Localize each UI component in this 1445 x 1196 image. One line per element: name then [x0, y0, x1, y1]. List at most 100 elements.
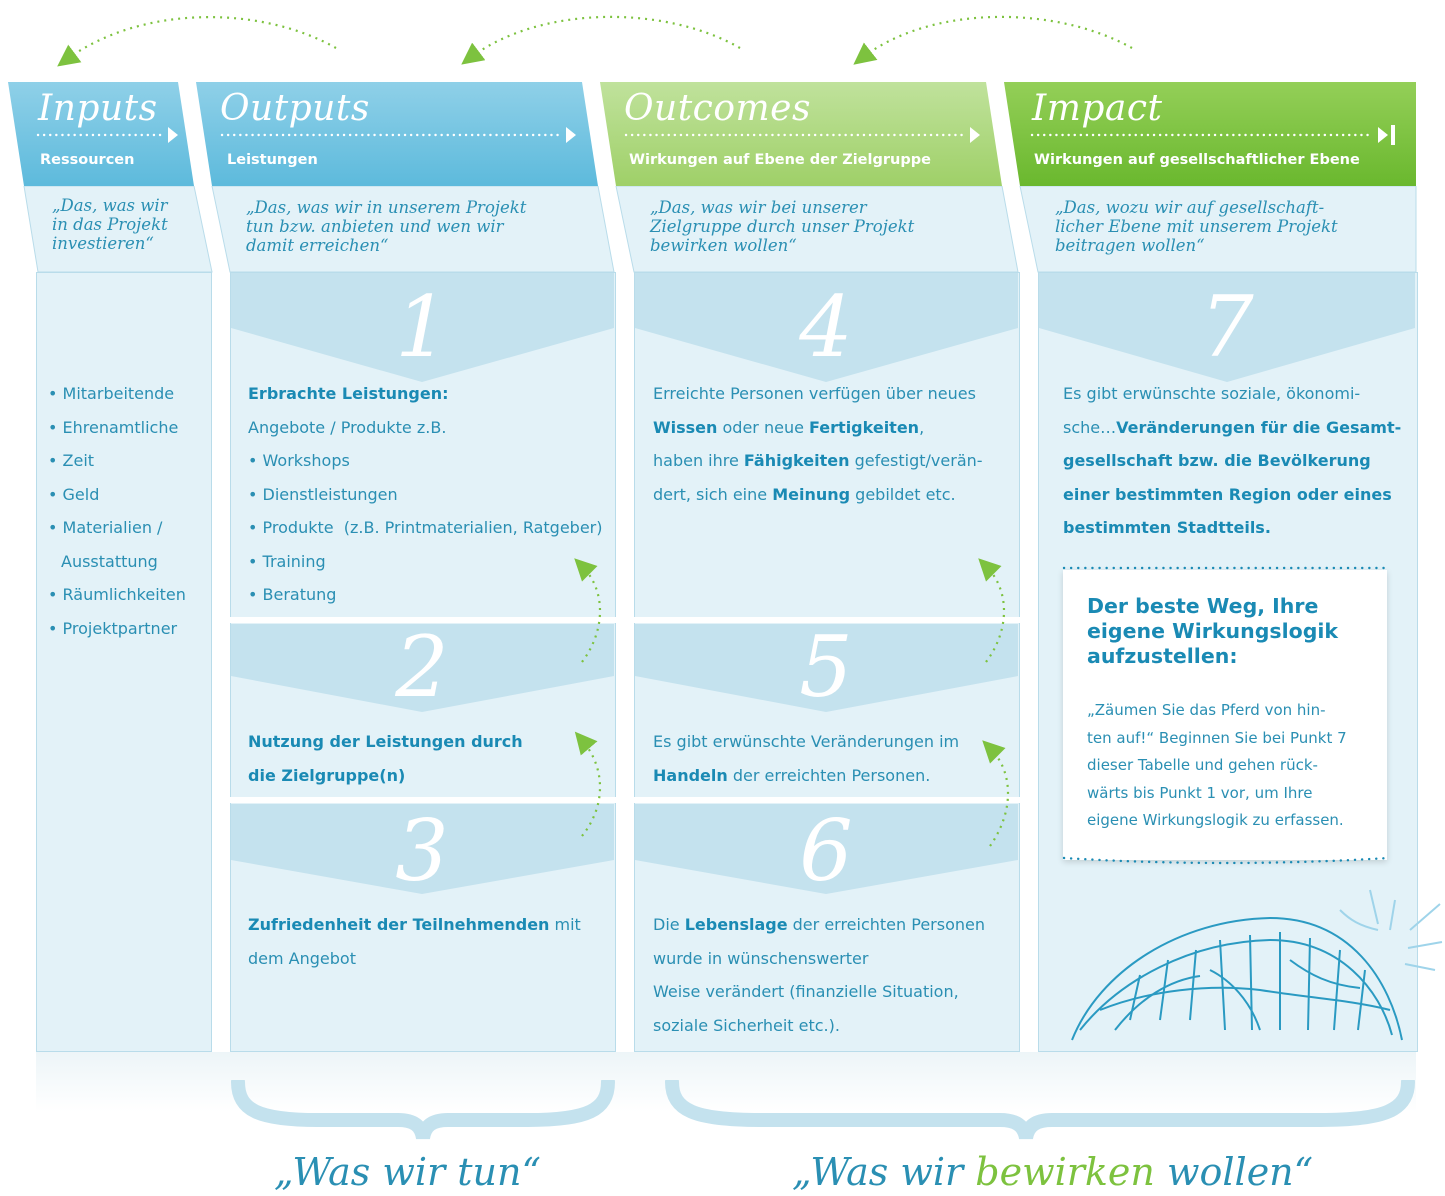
arrow-2-to-1 [574, 558, 601, 663]
section-text-bold: gesellschaft bzw. die Bevölkerung [1063, 451, 1371, 470]
section-text: Es gibt erwünschte Veränderungen im [653, 732, 960, 751]
arrow-3-to-2 [574, 731, 601, 837]
caption-text: „Was wir [792, 1150, 976, 1194]
section-text: dem Angebot [248, 948, 356, 968]
inputs-list: Mitarbeitende Ehrenamtliche Zeit Geld Ma… [48, 377, 186, 645]
header-impact: Impact Wirkungen auf gesellschaftlicher … [1004, 82, 1416, 186]
section-text-bold: Meinung [772, 484, 851, 504]
list-item: Zeit [48, 444, 186, 478]
quote-inputs: „Das, was wir in das Projekt investieren… [52, 196, 168, 253]
section-heading: Erbrachte Leistungen: [248, 384, 449, 403]
list-item: Geld [48, 478, 186, 512]
quote-bands [23, 186, 1417, 273]
globe-icon [1071, 889, 1443, 1041]
list-item: Training [248, 545, 603, 579]
brace-right [665, 1080, 1415, 1140]
tip-box: Der beste Weg, Ihre eigene Wirkungslogik… [1063, 570, 1387, 860]
section-text: Die [653, 915, 685, 934]
tip-dotted-borders [1062, 566, 1390, 865]
step-number-3: 3 [395, 802, 449, 900]
header-shapes [8, 82, 1416, 186]
outputs-section-2: Nutzung der Leistungen durch die Zielgru… [248, 725, 523, 792]
caption-what-we-achieve: „Was wir bewirken wollen“ [792, 1150, 1313, 1194]
reflection [36, 1052, 1416, 1112]
quote-outputs: „Das, was wir in unserem Projekt tun bzw… [246, 198, 527, 255]
quote-impact: „Das, wozu wir auf gesellschaft- licher … [1055, 198, 1338, 255]
tip-heading: Der beste Weg, Ihre eigene Wirkungslogik… [1087, 594, 1339, 668]
feedback-arrows [57, 15, 1133, 67]
section-text: der erreichten Personen. [727, 765, 931, 785]
impact-section-7: Es gibt erwünschte soziale, ökonomi- sch… [1063, 377, 1401, 545]
section-text: haben ihre [653, 451, 744, 470]
list-item: Dienstleistungen [248, 478, 603, 512]
step-number-7: 7 [1200, 278, 1254, 376]
section-text: sche… [1063, 417, 1117, 437]
section-text-bold: Lebenslage [684, 915, 788, 934]
section-text: gefestigt/verän- [849, 451, 983, 470]
list-item: Mitarbeitende [48, 377, 186, 411]
step-number-5: 5 [799, 618, 853, 716]
list-item-continuation: Ausstattung [61, 551, 158, 571]
outcomes-section-6: Die Lebenslage der erreichten Personen w… [653, 908, 985, 1042]
outputs-section-3: Zufriedenheit der Teilnehmenden mit dem … [248, 908, 581, 975]
section-text: mit [549, 915, 581, 934]
section-text: oder neue [717, 417, 810, 437]
header-inputs: Inputs Ressourcen [10, 82, 190, 186]
section-text: wurde in wünschenswerter [653, 948, 869, 968]
tip-body: „Zäumen Sie das Pferd von hin- ten auf!“… [1087, 701, 1347, 829]
arrow-6-to-5 [982, 740, 1009, 847]
arrow-outcomes-to-outputs [461, 15, 741, 65]
section-text-bold: Fertigkeiten [809, 417, 920, 437]
step-number-1: 1 [395, 278, 449, 376]
section-text-bold: bestimmten Stadtteils. [1063, 518, 1271, 537]
list-item: Workshops [248, 444, 603, 478]
header-title: Outputs [220, 88, 370, 129]
section-text-bold: Wissen [653, 417, 718, 437]
section-text-bold: Fähigkeiten [743, 451, 850, 470]
section-text-bold: Veränderungen für die Gesamt- [1116, 417, 1402, 437]
list-item: Ehrenamtliche [48, 411, 186, 445]
section-text: dert, sich eine [653, 484, 773, 504]
outcomes-section-4: Erreichte Personen verfügen über neues W… [653, 377, 983, 511]
section-text: soziale Sicherheit etc.). [653, 1015, 840, 1035]
section-text: Weise verändert (finanzielle Situation, [653, 982, 959, 1001]
quote-outcomes: „Das, was wir bei unserer Zielgruppe dur… [650, 198, 915, 255]
header-title: Outcomes [624, 88, 811, 129]
caption-text: wollen“ [1154, 1150, 1314, 1194]
section-text-bold: Zufriedenheit der Teilnehmenden [248, 915, 550, 934]
section-text: Es gibt erwünschte soziale, ökonomi- [1063, 384, 1361, 403]
list-item: Projektpartner [48, 612, 186, 646]
header-outcomes: Outcomes Wirkungen auf Ebene der Zielgru… [596, 82, 996, 186]
arrow-impact-to-outcomes [853, 15, 1133, 65]
step-number-6: 6 [799, 802, 853, 900]
header-title: Impact [1032, 88, 1163, 129]
section-text: die Zielgruppe(n) [248, 765, 406, 785]
section-text: , [919, 417, 925, 437]
section-text-bold: Handeln [653, 765, 728, 785]
caption-accent: bewirken [975, 1150, 1155, 1194]
header-outputs: Outputs Leistungen [192, 82, 592, 186]
brace-left [231, 1080, 615, 1140]
section-line: Angebote / Produkte z.B. [248, 417, 447, 437]
section-text: der erreichten Personen [787, 915, 985, 934]
arrow-5-to-4 [978, 558, 1005, 663]
section-text: gebildet etc. [850, 484, 956, 504]
header-subtitle: Leistungen [227, 152, 318, 168]
section-text: Nutzung der Leistungen durch [248, 732, 523, 751]
caption-what-we-do: „Was wir tun“ [274, 1150, 541, 1194]
header-subtitle: Ressourcen [40, 152, 135, 168]
list-item: Produkte (z.B. Printmaterialien, Ratgebe… [248, 511, 603, 545]
section-text: Erreichte Personen verfügen über neues [653, 384, 976, 403]
step-number-2: 2 [395, 618, 449, 716]
header-subtitle: Wirkungen auf Ebene der Zielgruppe [629, 152, 931, 168]
list-item: Materialien / [48, 511, 186, 545]
list-item: Beratung [248, 578, 603, 612]
outcomes-section-5: Es gibt erwünschte Veränderungen im Hand… [653, 725, 959, 792]
step-number-4: 4 [799, 278, 853, 376]
section-text-bold: einer bestimmten Region oder eines [1063, 484, 1392, 504]
list-item: Räumlichkeiten [48, 578, 186, 612]
header-subtitle: Wirkungen auf gesellschaftlicher Ebene [1034, 152, 1360, 168]
outputs-section-1: Erbrachte Leistungen: Angebote / Produkt… [248, 377, 603, 612]
